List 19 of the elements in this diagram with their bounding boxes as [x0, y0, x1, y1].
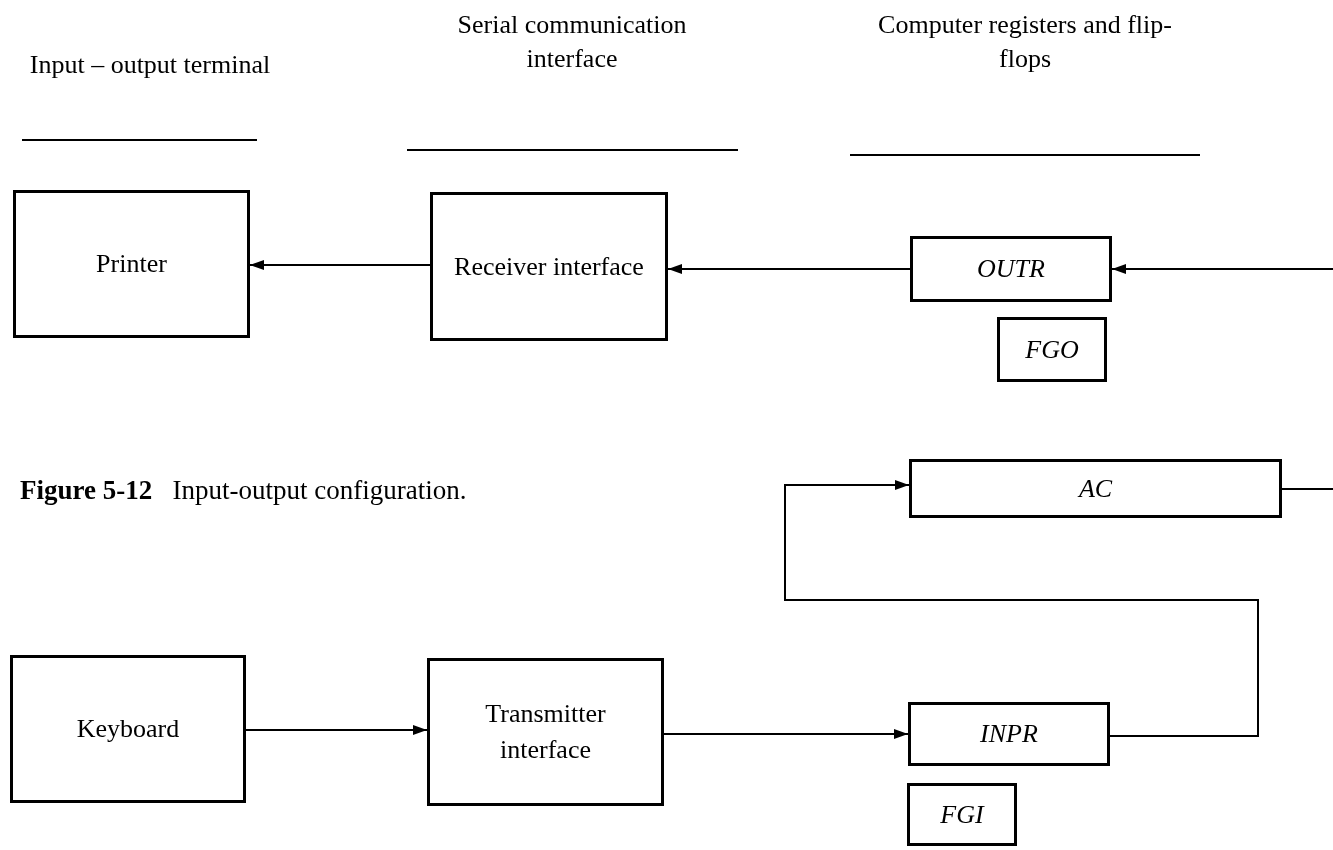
register-box: INPR: [908, 702, 1110, 766]
register-box: FGI: [907, 783, 1017, 846]
arrow: [667, 264, 911, 274]
register-box: AC: [909, 459, 1282, 518]
column-heading: Input – output terminal: [28, 49, 272, 81]
block-box: Printer: [13, 190, 250, 338]
register-box: OUTR: [910, 236, 1112, 302]
arrow: [245, 725, 428, 735]
block-box: Transmitter interface: [427, 658, 664, 806]
block-box: Keyboard: [10, 655, 246, 803]
block-box: Receiver interface: [430, 192, 668, 341]
arrow: [1111, 264, 1333, 274]
arrow: [784, 480, 1259, 737]
figure-caption: Figure 5-12 Input-output configuration.: [20, 474, 467, 507]
column-heading: Computer registers and flip-flops: [877, 9, 1173, 75]
register-box: FGO: [997, 317, 1107, 382]
arrow: [663, 729, 909, 739]
arrow: [249, 260, 431, 270]
column-heading: Serial communication interface: [456, 9, 688, 75]
